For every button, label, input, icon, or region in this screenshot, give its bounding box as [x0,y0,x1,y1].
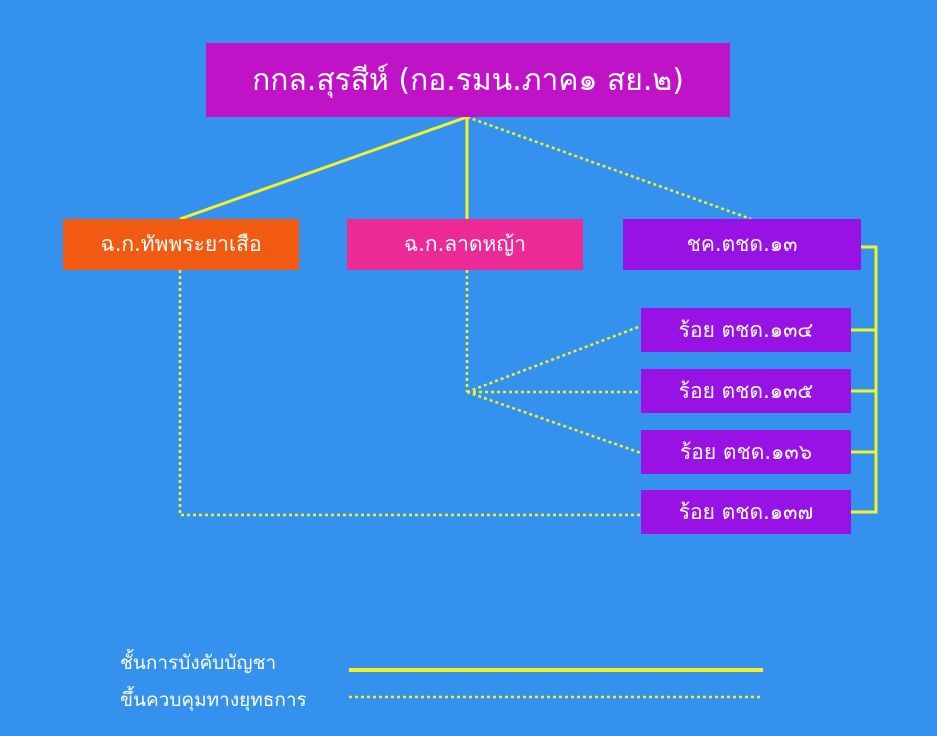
legend-command-label: ชั้นการบังคับบัญชา [120,652,277,674]
subunit-box-137: ร้อย ตชด.๑๓๗ [641,490,851,534]
command-bracket [851,245,878,514]
legend-operations-label: ขึ้นควบคุมทางยุทธการ [120,689,307,711]
unit-box-thap-phraya-suea: ฉ.ก.ทัพพระยาเสือ [63,219,299,270]
subunit-box-136: ร้อย ตชด.๑๓๖ [641,430,851,474]
root-unit-box: กกล.สุรสีห์ (กอ.รมน.ภาค๑ สย.๒) [206,43,730,117]
subunit-box-135: ร้อย ตชด.๑๓๕ [641,369,851,413]
command-line-root-left [179,115,468,221]
ops-line-left-to-sub4 [178,270,641,517]
ops-line-fan-1 [466,324,642,394]
unit-box-chk-tchd-13: ชค.ตชด.๑๓ [623,219,861,270]
ops-line-root-right [466,115,752,221]
subunit-box-134: ร้อย ตชด.๑๓๔ [641,308,851,352]
ops-line-fan-3 [466,390,642,455]
unit-box-lat-ya: ฉ.ก.ลาดหญ้า [347,219,583,270]
